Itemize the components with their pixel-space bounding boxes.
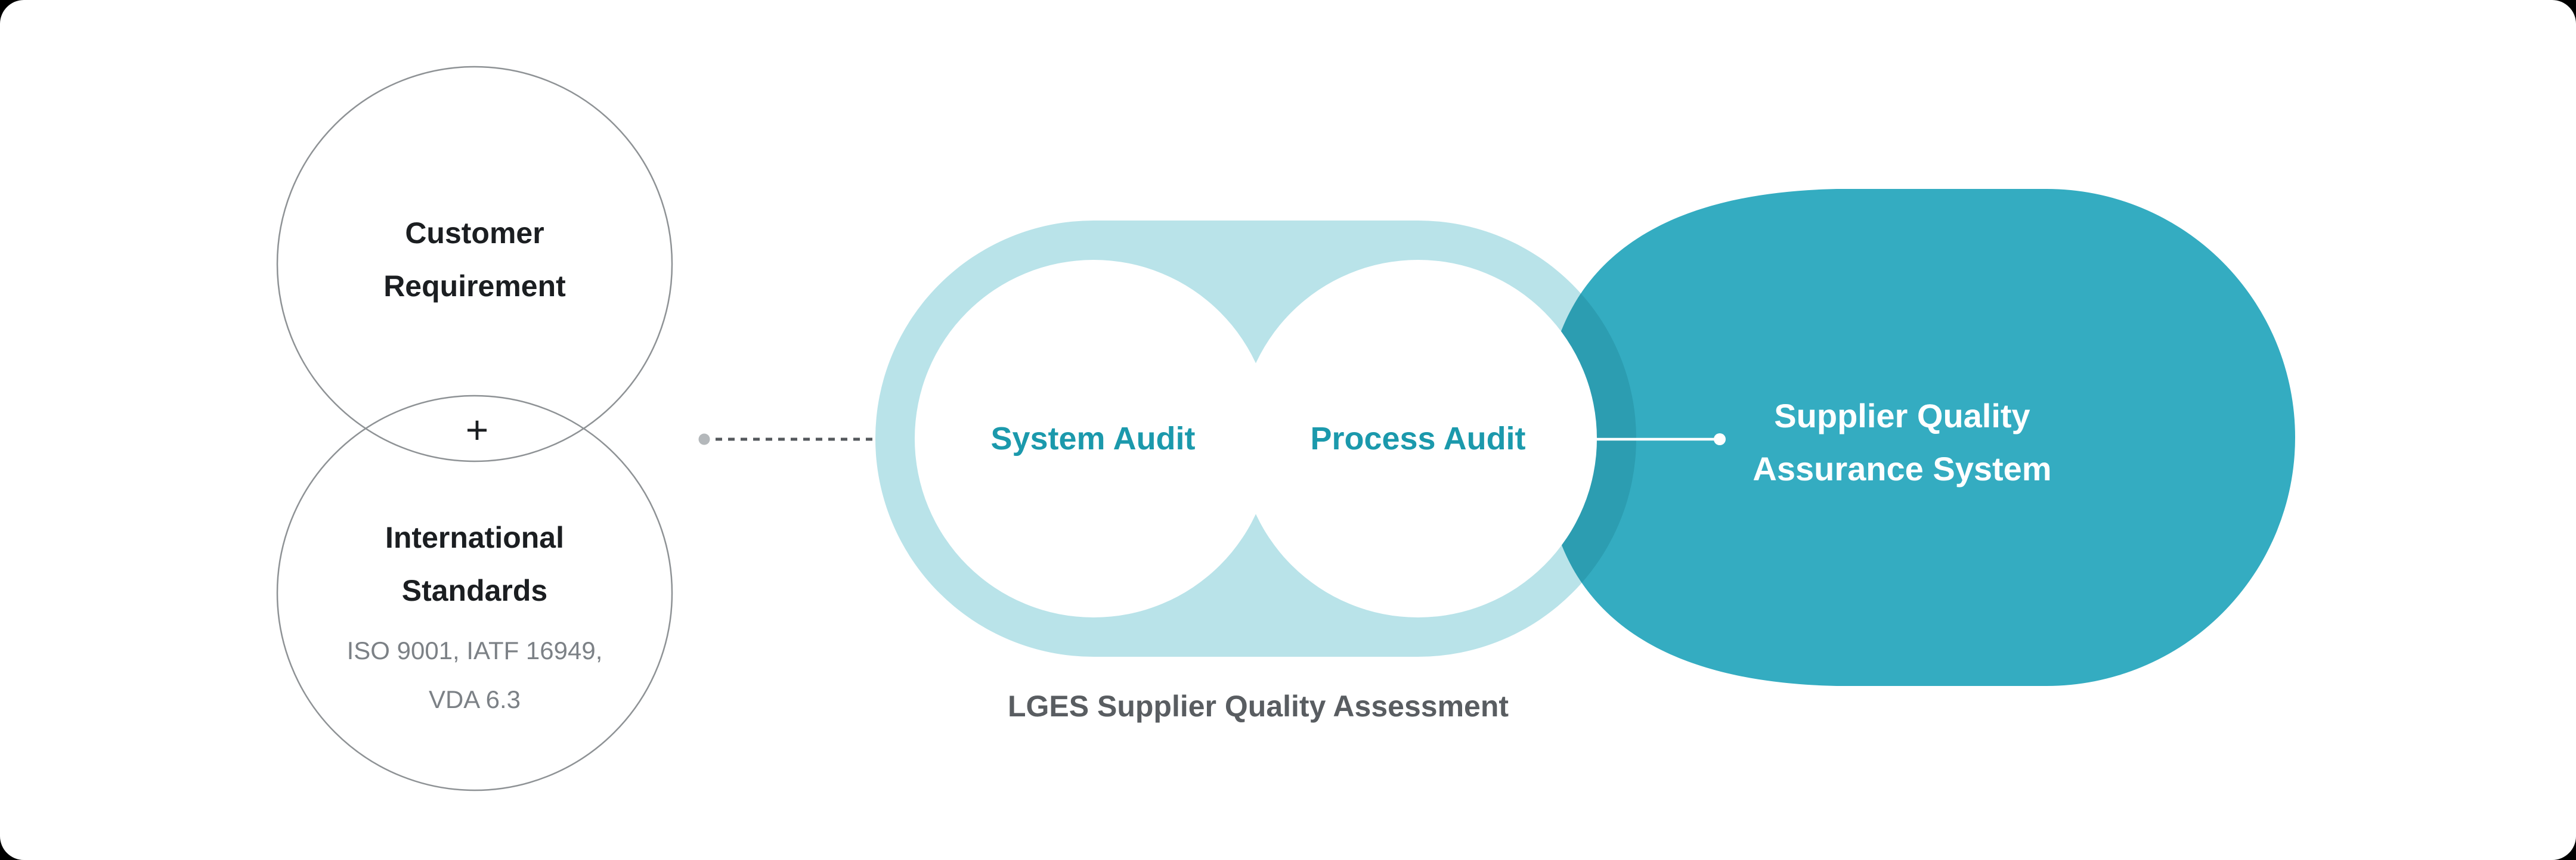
venn-circle-customer: [276, 66, 673, 462]
international-standards-line2: Standards: [401, 574, 548, 607]
international-standards-label: International Standards: [385, 511, 564, 617]
customer-requirement-label: Customer Requirement: [383, 207, 566, 313]
connector-start-dot: [698, 433, 710, 445]
supplier-quality-assurance-line1: Supplier Quality: [1774, 397, 2030, 434]
assessment-caption: LGES Supplier Quality Assessment: [1007, 690, 1509, 723]
system-audit-label: System Audit: [990, 421, 1196, 457]
supplier-quality-assurance-line2: Assurance System: [1753, 450, 2052, 488]
process-audit-label: Process Audit: [1310, 421, 1526, 457]
standards-list-label: ISO 9001, IATF 16949, VDA 6.3: [347, 626, 603, 724]
standards-list-line2: VDA 6.3: [428, 685, 521, 713]
system-audit-circle: [915, 260, 1272, 617]
supplier-quality-assurance-label: Supplier Quality Assurance System: [1753, 389, 2051, 495]
customer-requirement-line2: Requirement: [383, 269, 566, 303]
customer-requirement-line1: Customer: [405, 216, 544, 250]
standards-list-line1: ISO 9001, IATF 16949,: [346, 637, 603, 665]
result-capsule: [1544, 189, 2295, 686]
connector-end-dot: [1714, 433, 1726, 445]
plus-icon: +: [465, 408, 489, 452]
international-standards-line1: International: [385, 521, 565, 554]
process-audit-circle: [1239, 260, 1597, 617]
venn-circle-standards: [276, 395, 673, 791]
